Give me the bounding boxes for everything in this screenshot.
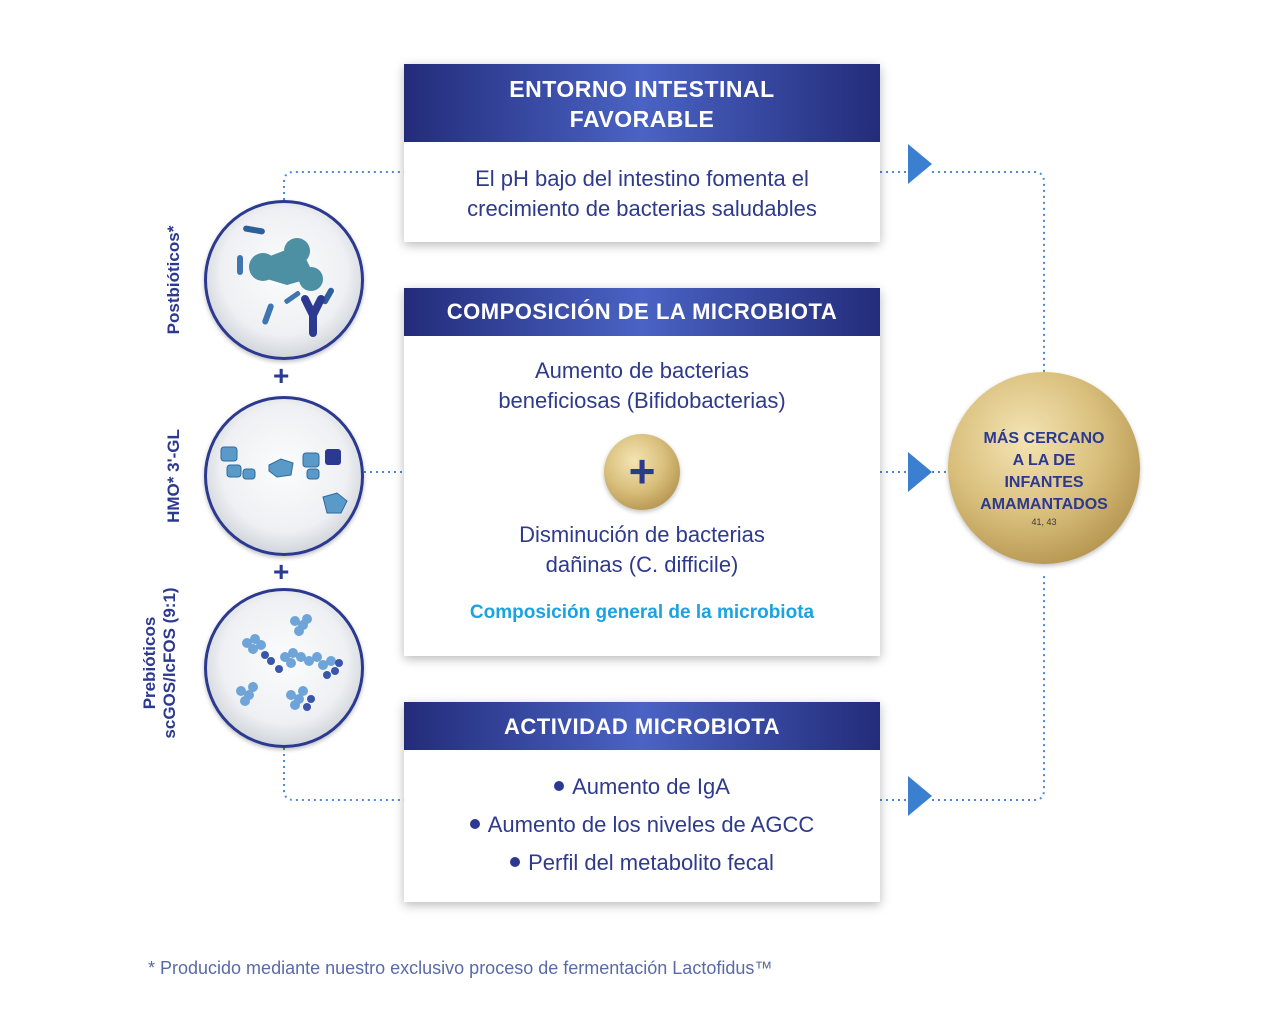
prebiotics-label-line1: Prebióticos — [140, 616, 159, 710]
prebiotics-label-line2: scGOS/lcFOS (9:1) — [160, 587, 179, 739]
microbiota-activity-box: ACTIVIDAD MICROBIOTA Aumento de IgA Aume… — [404, 702, 880, 902]
activity-item-3: Perfil del metabolito fecal — [404, 844, 880, 882]
plus-icon-2: + — [273, 556, 290, 587]
activity-item-2: Aumento de los niveles de AGCC — [404, 806, 880, 844]
composition-decrease-line1: Disminución de bacterias — [519, 522, 765, 547]
postbiotics-label: Postbióticos* — [164, 225, 183, 335]
plus-icon-1: + — [273, 360, 290, 391]
intestinal-body-line1: El pH bajo del intestino fomenta el — [475, 166, 809, 191]
result-line4: AMAMANTADOS — [980, 496, 1108, 513]
composition-increase-line2: beneficiosas (Bifidobacterias) — [498, 388, 786, 413]
composition-plus-coin: + — [604, 434, 680, 510]
intestinal-title-line1: ENTORNO INTESTINAL — [509, 76, 775, 102]
arrow-middle-icon — [908, 452, 932, 492]
footnote: * Producido mediante nuestro exclusivo p… — [148, 958, 773, 978]
result-line1: MÁS CERCANO — [983, 430, 1105, 447]
composition-increase-line1: Aumento de bacterias — [534, 358, 750, 383]
prebiotics-illustration — [236, 614, 343, 711]
postbiotics-illustration — [237, 225, 334, 337]
composition-plus-icon: + — [628, 445, 656, 497]
result-line3: INFANTES — [1004, 474, 1084, 491]
result-refs: 41, 43 — [1031, 517, 1057, 527]
composition-general: Composición general de la microbiota — [469, 602, 815, 623]
result-line2: A LA DE — [1012, 452, 1076, 469]
activity-title: ACTIVIDAD MICROBIOTA — [503, 714, 781, 739]
bullet-icon — [510, 857, 521, 868]
bullet-icon — [554, 781, 565, 792]
composition-decrease-line2: dañinas (C. difficile) — [545, 552, 739, 577]
activity-header: ACTIVIDAD MICROBIOTA — [404, 702, 880, 750]
intestinal-environment-header: ENTORNO INTESTINAL FAVORABLE — [404, 64, 880, 142]
composition-header: COMPOSICIÓN DE LA MICROBIOTA — [404, 288, 880, 336]
hmo-dish — [204, 396, 364, 556]
postbiotics-dish — [204, 200, 364, 360]
prebiotics-label: Prebióticos scGOS/lcFOS (9:1) — [140, 563, 182, 763]
hmo-illustration — [220, 446, 348, 514]
microbiota-composition-box: COMPOSICIÓN DE LA MICROBIOTA Aumento de … — [404, 288, 880, 656]
result-coin: MÁS CERCANO A LA DE INFANTES AMAMANTADOS… — [948, 372, 1140, 564]
intestinal-body-line2: crecimiento de bacterias saludables — [467, 196, 817, 221]
arrow-bottom-icon — [908, 776, 932, 816]
prebiotics-dish — [204, 588, 364, 748]
composition-title: COMPOSICIÓN DE LA MICROBIOTA — [446, 299, 838, 324]
intestinal-title-line2: FAVORABLE — [569, 106, 715, 132]
activity-item-1: Aumento de IgA — [404, 768, 880, 806]
arrow-top-icon — [908, 144, 932, 184]
bullet-icon — [469, 819, 480, 830]
hmo-label: HMO* 3'-GL — [164, 429, 183, 523]
intestinal-environment-box: ENTORNO INTESTINAL FAVORABLE El pH bajo … — [404, 64, 880, 242]
